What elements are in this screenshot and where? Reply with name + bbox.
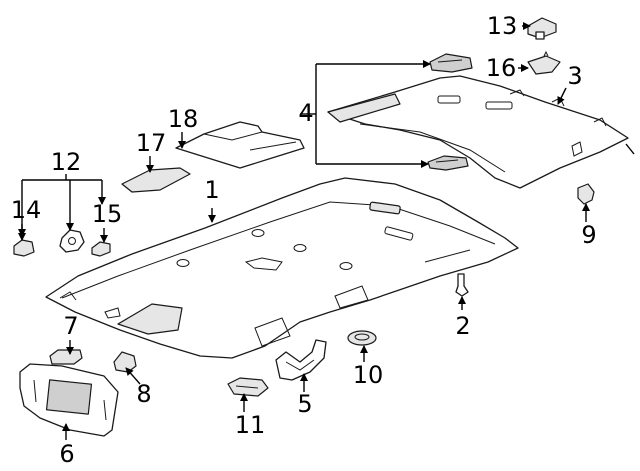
callout-6: 6 (59, 440, 74, 468)
callout-9: 9 (581, 221, 596, 249)
leader-lines (18, 22, 590, 440)
callout-18: 18 (168, 105, 199, 133)
callout-1: 1 (204, 176, 219, 204)
rear-headliner-panel-part (327, 75, 635, 189)
trim-panel-part (175, 121, 305, 169)
callout-7: 7 (63, 312, 78, 340)
sun-visor-part (19, 363, 119, 437)
retainer-clip-part (577, 183, 595, 205)
callout-15: 15 (92, 200, 123, 228)
lamp-lens-part (527, 50, 561, 75)
handle-bracket-part (227, 377, 269, 397)
callout-14: 14 (11, 196, 42, 224)
bracket-pad-part (121, 167, 191, 193)
grommet-part (347, 330, 377, 346)
callout-8: 8 (136, 380, 151, 408)
callout-4: 4 (298, 99, 313, 127)
callout-11: 11 (235, 411, 266, 439)
callout-3: 3 (567, 62, 582, 90)
callout-16: 16 (486, 54, 517, 82)
reading-lamp-part (427, 53, 473, 171)
visor-clip-part (49, 349, 83, 365)
visor-bracket-part (59, 229, 85, 253)
clip-part (13, 239, 35, 257)
clip-b-part (91, 241, 111, 257)
callout-2: 2 (455, 312, 470, 340)
callout-12: 12 (51, 148, 82, 176)
callout-17: 17 (136, 129, 167, 157)
visor-mount-part (113, 351, 137, 373)
grab-handle-part (275, 339, 327, 381)
callout-5: 5 (297, 390, 312, 418)
callout-10: 10 (353, 361, 384, 389)
map-lamp-part (527, 17, 557, 40)
push-pin-part (455, 273, 469, 297)
callout-labels: 1 2 3 4 5 6 7 8 9 10 11 12 13 14 15 16 1… (11, 12, 597, 468)
callout-13: 13 (487, 12, 518, 40)
headliner-part (45, 177, 519, 359)
